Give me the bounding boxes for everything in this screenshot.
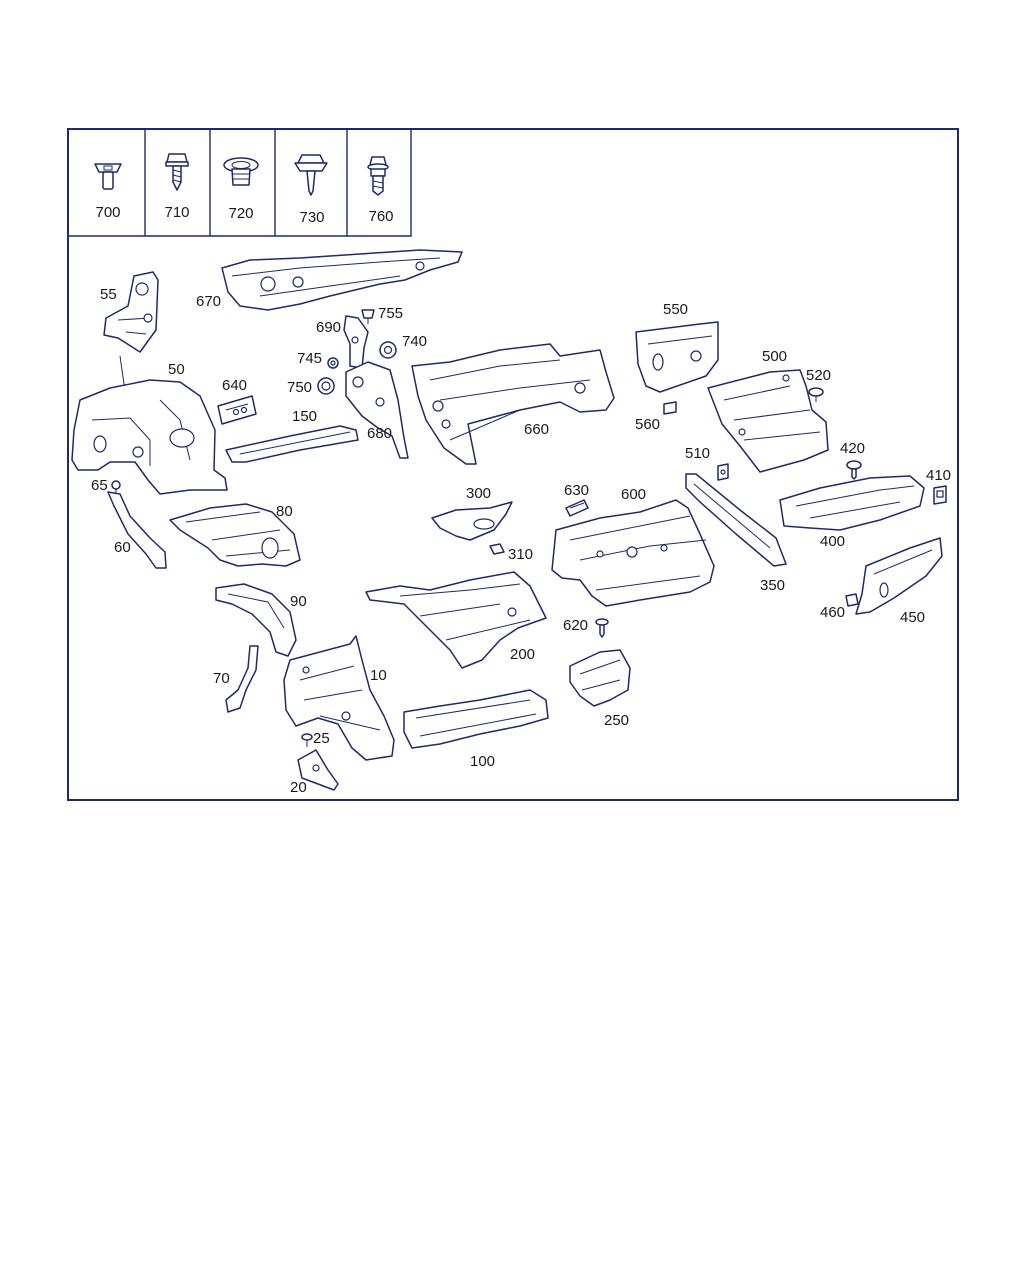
callout-60: 60 <box>114 539 131 556</box>
callout-420: 420 <box>840 440 865 457</box>
part-300-bracket <box>431 501 513 541</box>
callout-550: 550 <box>663 301 688 318</box>
part-680-bracket <box>345 361 409 459</box>
part-550-panel <box>635 321 719 393</box>
part-50-shield <box>71 379 228 495</box>
flange-bolt-icon <box>367 156 389 196</box>
part-number-labels: 700 710 720 730 760 55 670 690 755 740 7… <box>91 204 951 796</box>
part-70-bracket <box>225 645 259 713</box>
callout-80: 80 <box>276 503 293 520</box>
callout-65: 65 <box>91 477 108 494</box>
hex-nut-icon <box>294 154 328 196</box>
hex-screw-icon <box>165 153 189 191</box>
callout-740: 740 <box>402 333 427 350</box>
part-510-clip <box>717 463 729 481</box>
fastener-label-730: 730 <box>299 209 324 226</box>
clip-nut-icon <box>223 157 259 186</box>
callout-450: 450 <box>900 609 925 626</box>
fastener-legend <box>68 129 412 237</box>
callout-20: 20 <box>290 779 307 796</box>
part-755-clip <box>361 309 375 324</box>
part-200-shield <box>365 571 547 669</box>
part-740-nut <box>379 341 397 359</box>
callout-660: 660 <box>524 421 549 438</box>
callout-755: 755 <box>378 305 403 322</box>
callout-350: 350 <box>760 577 785 594</box>
part-400-shield <box>779 475 925 531</box>
part-520-clip <box>808 387 824 402</box>
part-310-clip <box>489 543 505 555</box>
callout-400: 400 <box>820 533 845 550</box>
flat-head-rivet-icon <box>94 163 122 190</box>
parts <box>71 249 947 791</box>
fastener-label-710: 710 <box>164 204 189 221</box>
part-630-clip <box>565 499 589 517</box>
callout-70: 70 <box>213 670 230 687</box>
callout-670: 670 <box>196 293 221 310</box>
callout-690: 690 <box>316 319 341 336</box>
part-690-bracket <box>343 315 369 369</box>
callout-520: 520 <box>806 367 831 384</box>
part-25-screw <box>301 733 313 747</box>
part-100-shield <box>403 689 549 749</box>
callout-560: 560 <box>635 416 660 433</box>
callout-600: 600 <box>621 486 646 503</box>
part-90-shield <box>215 583 297 657</box>
callout-500: 500 <box>762 348 787 365</box>
fastener-label-760: 760 <box>368 208 393 225</box>
callout-620: 620 <box>563 617 588 634</box>
part-640-plate <box>217 395 257 425</box>
callout-200: 200 <box>510 646 535 663</box>
callout-630: 630 <box>564 482 589 499</box>
callout-55: 55 <box>100 286 117 303</box>
part-60-strap <box>107 491 167 569</box>
part-420-screw <box>846 460 862 480</box>
part-20-bracket <box>297 749 339 791</box>
callout-10: 10 <box>370 667 387 684</box>
callout-510: 510 <box>685 445 710 462</box>
part-600-tunnel-shield <box>551 499 715 607</box>
diagram-frame <box>67 128 959 801</box>
callout-150: 150 <box>292 408 317 425</box>
callout-640: 640 <box>222 377 247 394</box>
part-745-nut <box>327 357 339 369</box>
callout-410: 410 <box>926 467 951 484</box>
callout-745: 745 <box>297 350 322 367</box>
callout-250: 250 <box>604 712 629 729</box>
callout-680: 680 <box>367 425 392 442</box>
callout-25: 25 <box>313 730 330 747</box>
part-410-clip <box>933 485 947 505</box>
part-80-heat-shield <box>169 503 301 567</box>
callout-90: 90 <box>290 593 307 610</box>
part-150-strip <box>225 425 359 463</box>
callout-750: 750 <box>287 379 312 396</box>
part-350-rail <box>685 473 787 567</box>
part-10-shield <box>283 635 395 761</box>
part-560-clip <box>663 401 677 415</box>
callout-100: 100 <box>470 753 495 770</box>
part-460-clip <box>845 593 859 607</box>
part-620-screw <box>595 618 609 638</box>
callout-300: 300 <box>466 485 491 502</box>
part-750-grommet <box>317 377 335 395</box>
callout-310: 310 <box>508 546 533 563</box>
part-500-shield <box>707 369 829 473</box>
part-670-rail <box>221 249 463 311</box>
callout-50: 50 <box>168 361 185 378</box>
callout-460: 460 <box>820 604 845 621</box>
part-65-screw <box>111 480 121 495</box>
part-660-tunnel <box>411 343 615 465</box>
part-250-shield <box>569 649 631 707</box>
part-450-panel <box>855 537 943 615</box>
fastener-label-700: 700 <box>95 204 120 221</box>
fastener-label-720: 720 <box>228 205 253 222</box>
